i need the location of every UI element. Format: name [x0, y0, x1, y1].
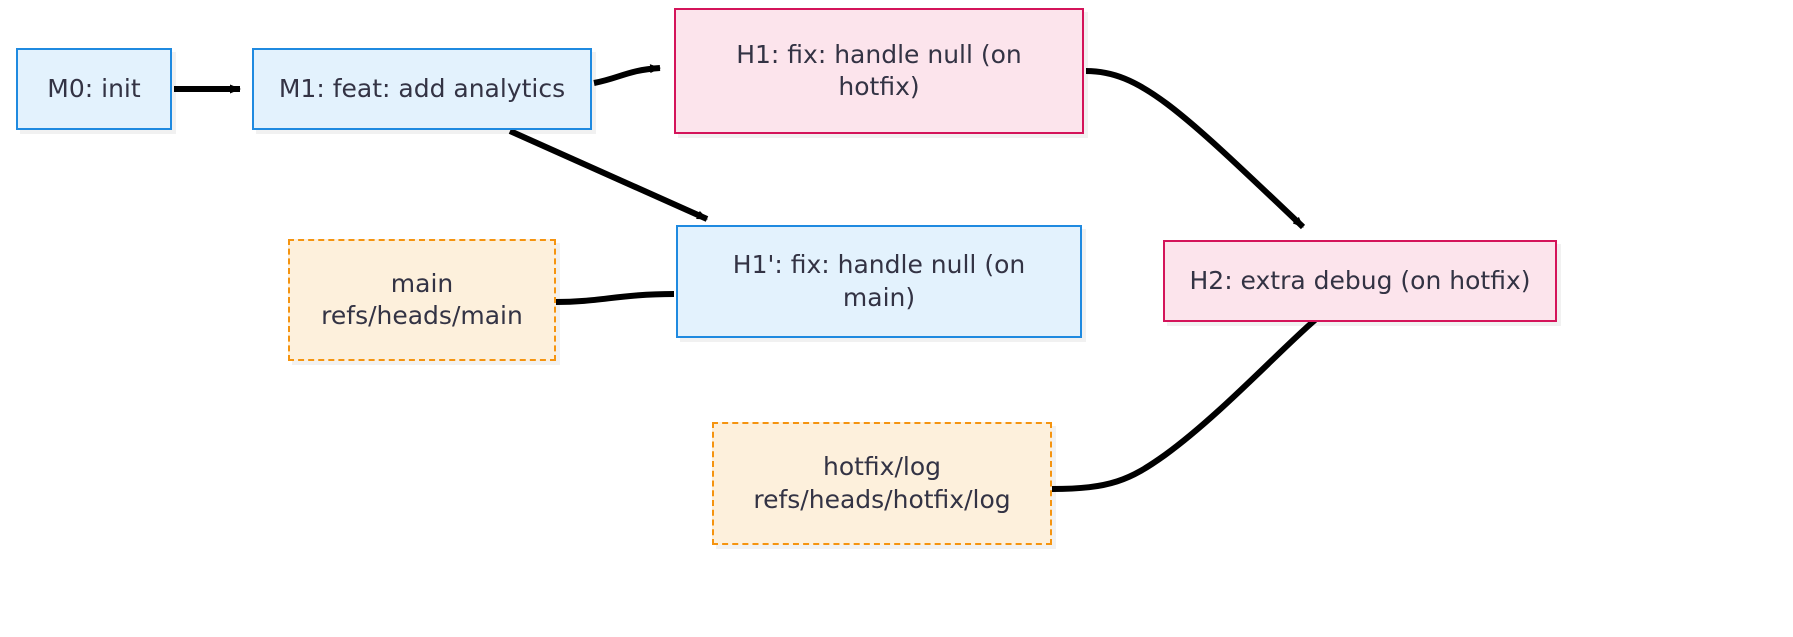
edge-m1-h1prime [508, 128, 709, 222]
edge-refhotfix-h2 [1051, 317, 1317, 492]
commit-node-m1[interactable]: M1: feat: add analytics [252, 48, 592, 130]
branch-ref-hotfix-log-label: hotfix/log refs/heads/hotfix/log [753, 452, 1011, 514]
commit-node-m0-label: M0: init [47, 73, 141, 103]
commit-node-h1-prime-label: H1': fix: handle null (on main) [732, 250, 1026, 312]
edge-refmain-h1prime [555, 291, 675, 305]
commit-node-h1[interactable]: H1: fix: handle null (on hotfix) [674, 8, 1084, 134]
branch-ref-main-label: main refs/heads/main [321, 268, 523, 331]
commit-node-h1-prime[interactable]: H1': fix: handle null (on main) [676, 225, 1082, 338]
branch-ref-main[interactable]: main refs/heads/main [288, 239, 556, 361]
commit-node-h1-label: H1: fix: handle null (on hotfix) [736, 39, 1022, 102]
commit-node-h2[interactable]: H2: extra debug (on hotfix) [1163, 240, 1557, 322]
edge-m1-h1 [593, 64, 661, 86]
edge-h1-h2 [1085, 68, 1306, 230]
commit-node-h2-label: H2: extra debug (on hotfix) [1189, 265, 1531, 295]
branch-ref-hotfix-log[interactable]: hotfix/log refs/heads/hotfix/log [712, 422, 1052, 545]
commit-node-m0[interactable]: M0: init [16, 48, 172, 130]
commit-node-m1-label: M1: feat: add analytics [278, 73, 566, 103]
